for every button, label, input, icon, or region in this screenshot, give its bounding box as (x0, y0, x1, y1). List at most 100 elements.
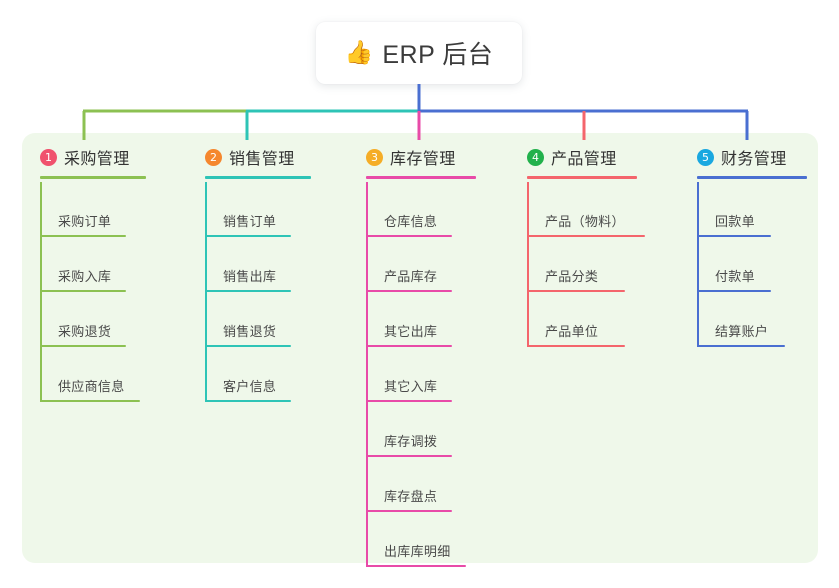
column-1: 1 采购管理采购订单采购入库采购退货供应商信息 (40, 146, 146, 402)
leaf-rule (366, 510, 452, 512)
leaf-item[interactable]: 付款单 (697, 237, 807, 292)
leaf-label: 采购入库 (58, 269, 112, 284)
leaf-rule (527, 345, 625, 347)
leaf-item[interactable]: 产品单位 (527, 292, 637, 347)
leaf-rule (366, 345, 452, 347)
leaf-item[interactable]: 其它出库 (366, 292, 476, 347)
leaf-label: 结算账户 (715, 324, 769, 339)
leaf-label: 采购订单 (58, 214, 112, 229)
leaf-item[interactable]: 供应商信息 (40, 347, 146, 402)
column-4: 4 产品管理产品（物料） 产品分类产品单位 (527, 146, 645, 347)
leaf-item[interactable]: 销售订单 (205, 182, 311, 237)
leaf-item[interactable]: 结算账户 (697, 292, 807, 347)
leaf-item[interactable]: 销售出库 (205, 237, 311, 292)
leaf-label: 销售退货 (223, 324, 277, 339)
column-header-1[interactable]: 1 采购管理 (40, 146, 146, 168)
leaf-label: 采购退货 (58, 324, 112, 339)
thumbs-up-icon: 👍 (344, 38, 374, 65)
column-header-rule-5 (697, 176, 807, 179)
leaf-label: 供应商信息 (58, 379, 125, 394)
leaf-label: 其它入库 (384, 379, 438, 394)
leaf-label: 付款单 (715, 269, 755, 284)
column-header-5[interactable]: 5 财务管理 (697, 146, 807, 168)
column-header-rule-2 (205, 176, 311, 179)
column-spine-2 (205, 182, 207, 402)
column-title-5: 财务管理 (721, 151, 787, 168)
leaf-item[interactable]: 库存调拨 (366, 402, 476, 457)
leaf-item[interactable]: 销售退货 (205, 292, 311, 347)
leaf-rule (527, 235, 645, 237)
column-3: 3 库存管理仓库信息产品库存其它出库其它入库库存调拨库存盘点出库库明细 (366, 146, 476, 567)
column-title-2: 销售管理 (229, 151, 295, 168)
column-title-3: 库存管理 (390, 151, 456, 168)
leaf-rule (205, 290, 291, 292)
leaf-rule (366, 235, 452, 237)
column-items-1: 采购订单采购入库采购退货供应商信息 (40, 182, 146, 402)
leaf-rule (205, 345, 291, 347)
leaf-label: 销售出库 (223, 269, 277, 284)
leaf-label: 销售订单 (223, 214, 277, 229)
leaf-rule (205, 235, 291, 237)
column-spine-5 (697, 182, 699, 347)
leaf-rule (40, 290, 126, 292)
column-2: 2 销售管理销售订单销售出库销售退货客户信息 (205, 146, 311, 402)
leaf-item[interactable]: 出库库明细 (366, 512, 476, 567)
leaf-rule (40, 345, 126, 347)
column-badge-2: 2 (205, 148, 222, 166)
diagram-panel (22, 133, 818, 563)
leaf-rule (40, 235, 126, 237)
column-5: 5 财务管理回款单付款单结算账户 (697, 146, 807, 347)
leaf-item[interactable]: 回款单 (697, 182, 807, 237)
column-header-rule-3 (366, 176, 476, 179)
leaf-label: 其它出库 (384, 324, 438, 339)
column-title-1: 采购管理 (64, 151, 130, 168)
leaf-label: 仓库信息 (384, 214, 438, 229)
column-badge-4: 4 (527, 148, 544, 166)
leaf-item[interactable]: 采购退货 (40, 292, 146, 347)
leaf-label: 产品库存 (384, 269, 438, 284)
column-spine-1 (40, 182, 42, 402)
column-items-3: 仓库信息产品库存其它出库其它入库库存调拨库存盘点出库库明细 (366, 182, 476, 567)
column-title-4: 产品管理 (551, 151, 617, 168)
leaf-label: 回款单 (715, 214, 755, 229)
leaf-label: 库存盘点 (384, 489, 438, 504)
column-header-4[interactable]: 4 产品管理 (527, 146, 637, 168)
leaf-rule (366, 400, 452, 402)
column-header-3[interactable]: 3 库存管理 (366, 146, 476, 168)
leaf-item[interactable]: 客户信息 (205, 347, 311, 402)
leaf-label: 出库库明细 (384, 544, 451, 559)
leaf-rule (366, 290, 452, 292)
column-header-2[interactable]: 2 销售管理 (205, 146, 311, 168)
leaf-rule (527, 290, 625, 292)
leaf-rule (366, 455, 452, 457)
leaf-label: 产品（物料） (545, 214, 625, 229)
leaf-label: 产品分类 (545, 269, 599, 284)
leaf-rule (366, 565, 466, 567)
leaf-label: 产品单位 (545, 324, 599, 339)
column-badge-1: 1 (40, 148, 57, 166)
leaf-item[interactable]: 仓库信息 (366, 182, 476, 237)
leaf-item[interactable]: 产品（物料） (527, 182, 645, 237)
column-badge-3: 3 (366, 148, 383, 166)
column-items-4: 产品（物料） 产品分类产品单位 (527, 182, 645, 347)
leaf-rule (697, 290, 771, 292)
leaf-item[interactable]: 库存盘点 (366, 457, 476, 512)
leaf-item[interactable]: 产品分类 (527, 237, 637, 292)
column-spine-4 (527, 182, 529, 347)
leaf-rule (205, 400, 291, 402)
leaf-item[interactable]: 采购入库 (40, 237, 146, 292)
column-header-rule-1 (40, 176, 146, 179)
column-items-5: 回款单付款单结算账户 (697, 182, 807, 347)
column-items-2: 销售订单销售出库销售退货客户信息 (205, 182, 311, 402)
leaf-item[interactable]: 采购订单 (40, 182, 146, 237)
leaf-item[interactable]: 其它入库 (366, 347, 476, 402)
root-title: ERP 后台 (382, 41, 494, 69)
leaf-rule (697, 345, 785, 347)
leaf-rule (40, 400, 140, 402)
leaf-label: 库存调拨 (384, 434, 438, 449)
column-badge-5: 5 (697, 148, 714, 166)
root-node[interactable]: 👍 ERP 后台 (316, 22, 522, 84)
column-header-rule-4 (527, 176, 637, 179)
leaf-rule (697, 235, 771, 237)
leaf-item[interactable]: 产品库存 (366, 237, 476, 292)
